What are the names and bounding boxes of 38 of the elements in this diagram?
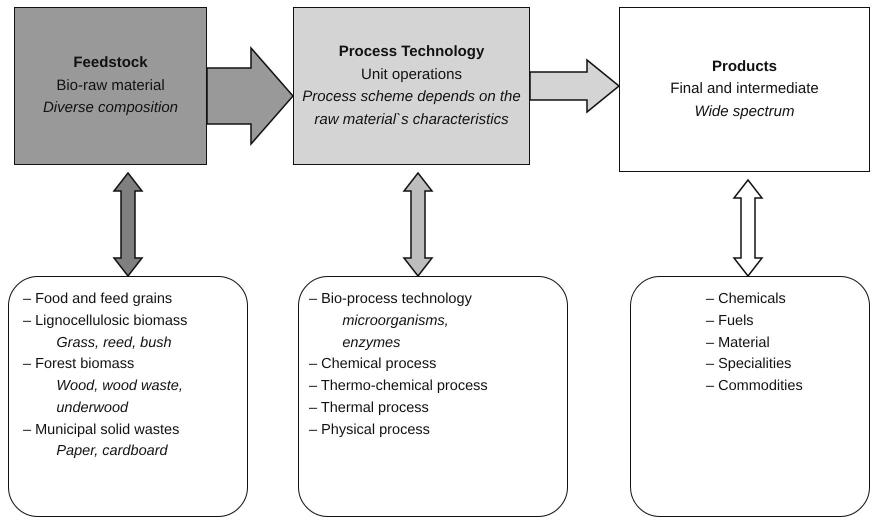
block-arrow <box>732 178 764 278</box>
list-item: Wood, wood waste, underwood <box>55 377 184 418</box>
list-item: microorganisms, enzymes <box>341 312 450 352</box>
list-item: – Thermo-chemical process <box>309 377 488 396</box>
list-item: Grass, reed, bush <box>55 334 172 352</box>
box-heading: Products <box>712 56 777 77</box>
block-arrow <box>402 172 434 278</box>
list-item: – Bio-process technology <box>309 290 472 309</box>
block-arrow <box>112 172 144 278</box>
list-item: – Forest biomass <box>23 355 134 374</box>
stage-box <box>293 7 530 165</box>
list-item: Paper, cardboard <box>55 442 168 462</box>
list-item: – Material <box>706 334 770 352</box>
list-item: – Lignocellulosic biomass <box>23 312 188 331</box>
box-text: Final and intermediate <box>670 79 819 100</box>
stage-box <box>14 7 207 165</box>
list-item: – Thermal process <box>309 398 429 418</box>
box-text: Diverse composition <box>42 98 178 118</box>
block-arrow <box>206 46 294 146</box>
list-item: – Fuels <box>706 312 754 331</box>
box-text: Wide spectrum <box>694 102 794 122</box>
box-heading: Feedstock <box>73 53 148 74</box>
stage-box <box>619 7 870 172</box>
list-item: – Municipal solid wastes <box>23 420 180 440</box>
list-item: – Food and feed grains <box>23 290 172 309</box>
list-item: – Specialities <box>706 355 792 374</box>
list-item: – Commodities <box>706 377 803 396</box>
box-text: Process scheme depends on the raw material`s characteristics <box>302 87 521 130</box>
box-text: Unit operations <box>361 64 462 84</box>
list-item: – Chemicals <box>706 290 786 309</box>
list-box <box>630 276 870 517</box>
list-item: – Chemical process <box>309 355 436 374</box>
list-item: – Physical process <box>309 420 430 440</box>
list-box <box>298 276 568 517</box>
block-arrow <box>529 58 620 114</box>
box-heading: Process Technology <box>338 42 484 62</box>
box-text: Bio-raw material <box>56 76 165 96</box>
list-box <box>8 276 248 517</box>
